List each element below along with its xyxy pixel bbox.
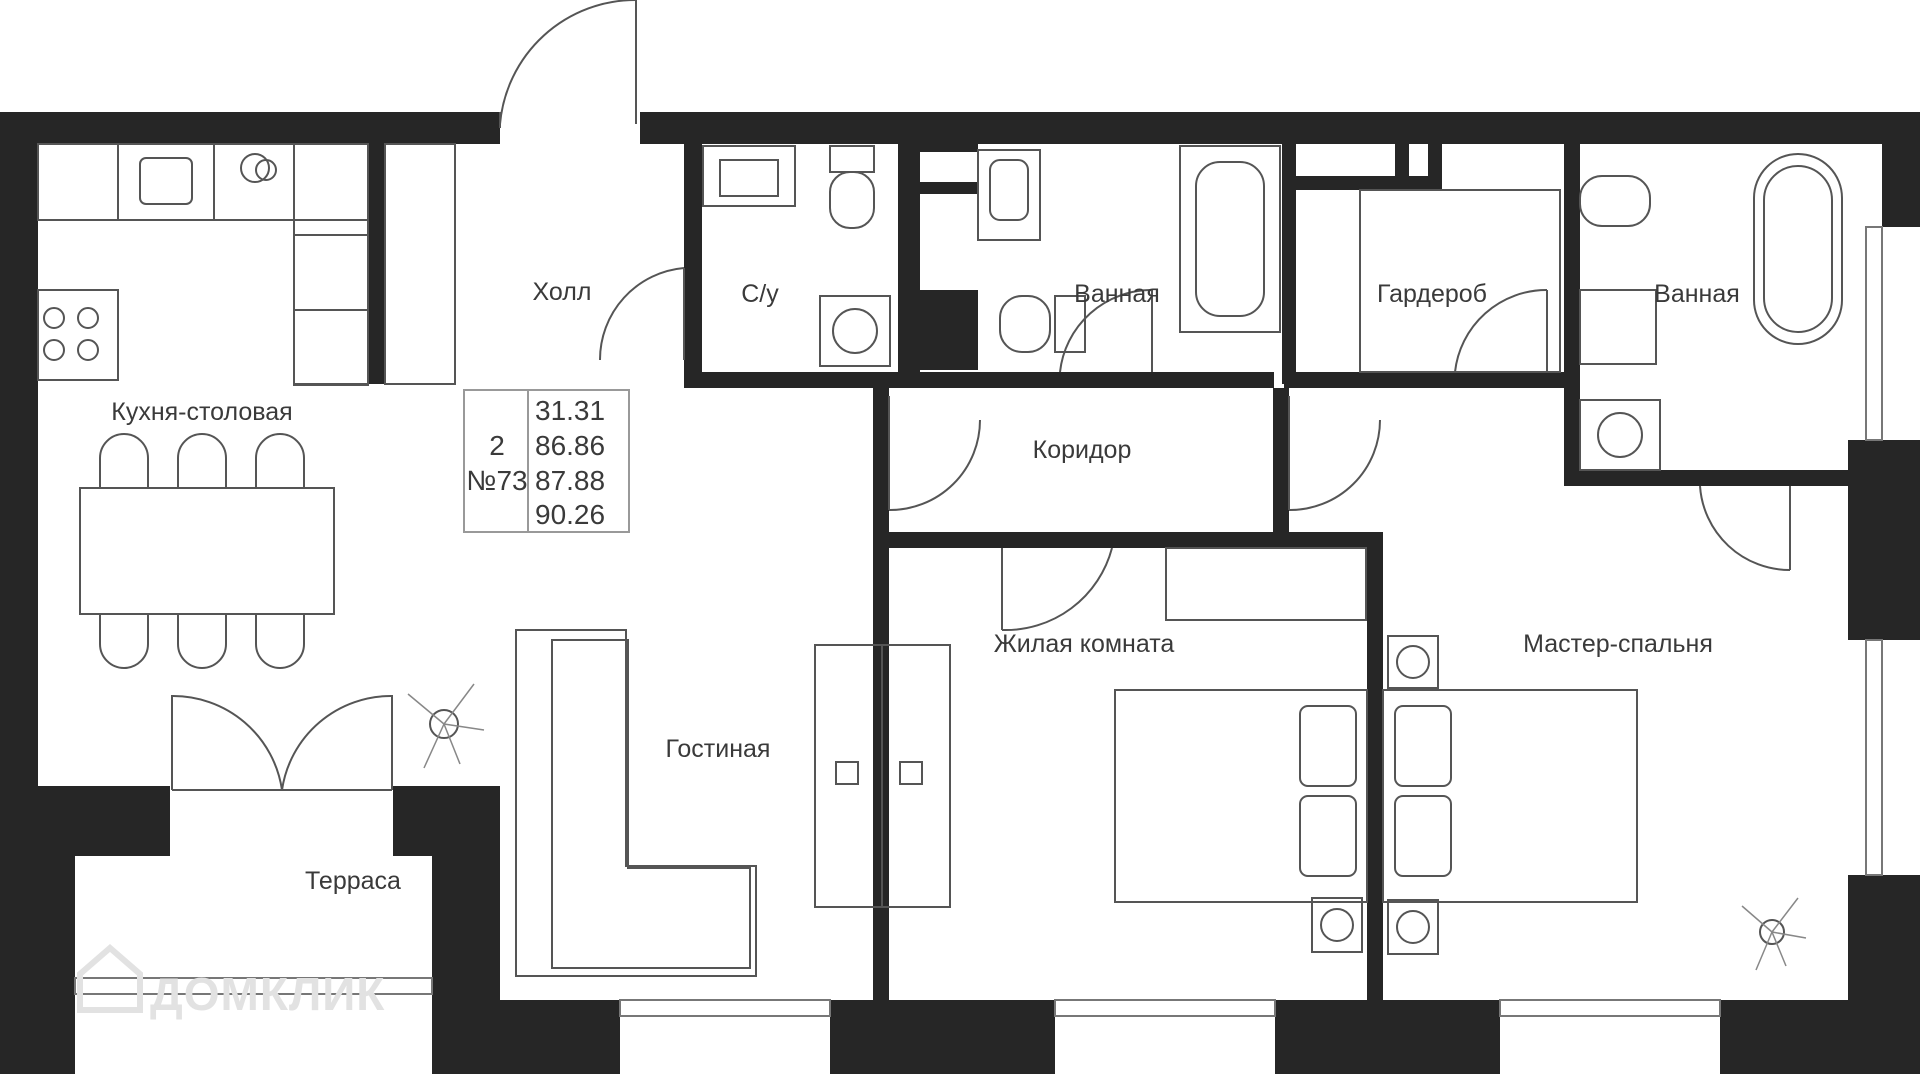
label-living-room: Жилая комната (994, 630, 1175, 658)
walls (0, 112, 1920, 1074)
lounge-furniture (515, 629, 1807, 977)
bedroom-furniture (1114, 547, 1638, 955)
area-2: 86.86 (535, 430, 605, 461)
logo-icon (77, 944, 143, 1013)
label-bath1: Ванная (1074, 280, 1160, 308)
label-wc: С/у (741, 280, 779, 308)
label-terrace: Терраса (305, 867, 401, 895)
apartment-info: 2 №73 31.31 86.86 87.88 90.26 (463, 389, 630, 533)
label-hall: Холл (533, 278, 592, 306)
label-kitchen: Кухня-столовая (111, 398, 292, 426)
rooms-count: 2 (489, 430, 505, 461)
watermark-text: ДОМКЛИК (150, 968, 385, 1020)
bathroom-fixtures (702, 145, 1843, 471)
label-wardrobe: Гардероб (1377, 280, 1487, 308)
kitchen-furniture (37, 143, 485, 769)
label-corridor: Коридор (1033, 436, 1132, 464)
label-master-bedroom: Мастер-спальня (1523, 630, 1713, 658)
doors (171, 0, 1791, 791)
plant-icon (1741, 897, 1807, 971)
label-bath2: Ванная (1654, 280, 1740, 308)
plant-icon (407, 683, 485, 769)
area-4: 90.26 (535, 499, 605, 530)
area-1: 31.31 (535, 395, 605, 426)
label-lounge: Гостиная (666, 735, 771, 763)
watermark: ДОМКЛИК (77, 944, 385, 1020)
apartment-number: №73 (466, 465, 527, 496)
room-labels: Кухня-столовая Холл С/у Ванная Гардероб … (111, 278, 1740, 895)
area-3: 87.88 (535, 465, 605, 496)
windows (74, 226, 1883, 1017)
